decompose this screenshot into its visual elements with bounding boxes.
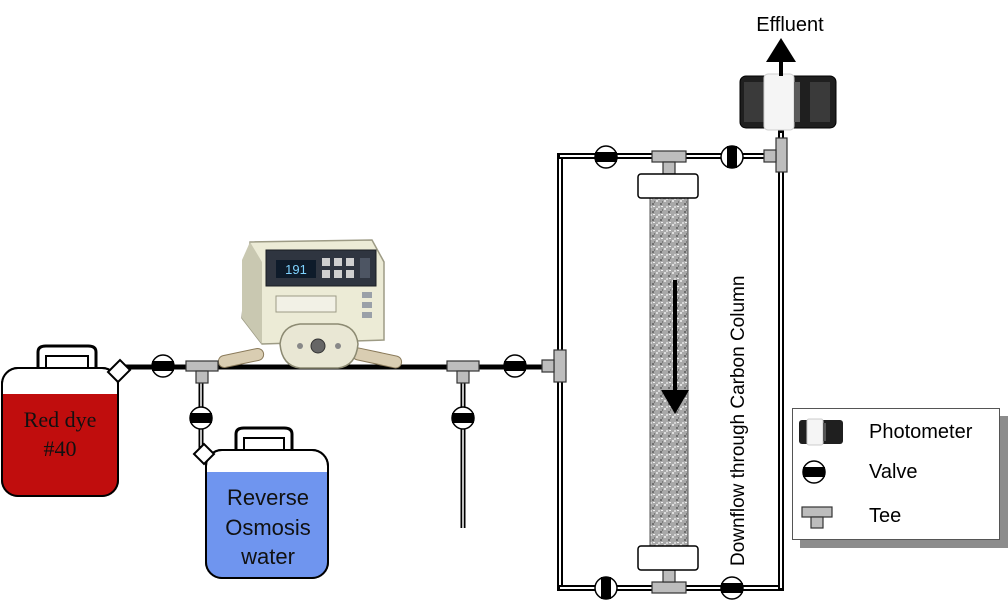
ro-label-3: water xyxy=(240,544,295,569)
flow-arrow-head xyxy=(661,390,689,414)
ro-label-2: Osmosis xyxy=(225,515,311,540)
tee-fittings xyxy=(185,137,788,594)
photometer xyxy=(739,73,837,131)
red-dye-jug: Red dye #40 xyxy=(1,344,132,497)
valve-6 xyxy=(720,145,744,169)
legend-row-photometer: Photometer xyxy=(793,413,999,453)
legend-row-valve: Valve xyxy=(793,453,999,493)
legend: Photometer Valve Tee xyxy=(792,408,1000,540)
valve-7 xyxy=(594,576,618,600)
tee-icon xyxy=(801,506,833,529)
red-dye-label-1: Red dye xyxy=(24,407,97,432)
valve-1 xyxy=(151,354,175,378)
valve-3 xyxy=(451,406,475,430)
carbon-column xyxy=(637,173,699,571)
peristaltic-pump: 191 xyxy=(217,239,403,369)
tee-2 xyxy=(446,360,480,384)
valve-icon xyxy=(802,460,826,484)
ro-label-1: Reverse xyxy=(227,485,309,510)
valve-4 xyxy=(503,354,527,378)
tee-6 xyxy=(763,137,788,173)
ro-water-jug: Reverse Osmosis water xyxy=(192,426,329,579)
tee-3 xyxy=(541,349,567,383)
tee-1 xyxy=(185,360,219,384)
valve-8 xyxy=(720,576,744,600)
effluent-arrow xyxy=(766,38,796,76)
legend-label-valve: Valve xyxy=(869,461,918,483)
legend-row-tee: Tee xyxy=(793,497,999,537)
tee-5 xyxy=(651,569,687,594)
valves xyxy=(151,145,744,600)
pump-display: 191 xyxy=(285,262,307,277)
legend-label-photometer: Photometer xyxy=(869,421,973,443)
effluent-label: Effluent xyxy=(756,14,824,36)
column-label: Downflow through Carbon Column xyxy=(728,276,749,566)
photometer-icon xyxy=(799,418,843,446)
red-dye-label-2: #40 xyxy=(44,436,77,461)
legend-label-tee: Tee xyxy=(869,505,902,527)
tee-4 xyxy=(651,150,687,175)
valve-2 xyxy=(189,406,213,430)
valve-5 xyxy=(594,145,618,169)
